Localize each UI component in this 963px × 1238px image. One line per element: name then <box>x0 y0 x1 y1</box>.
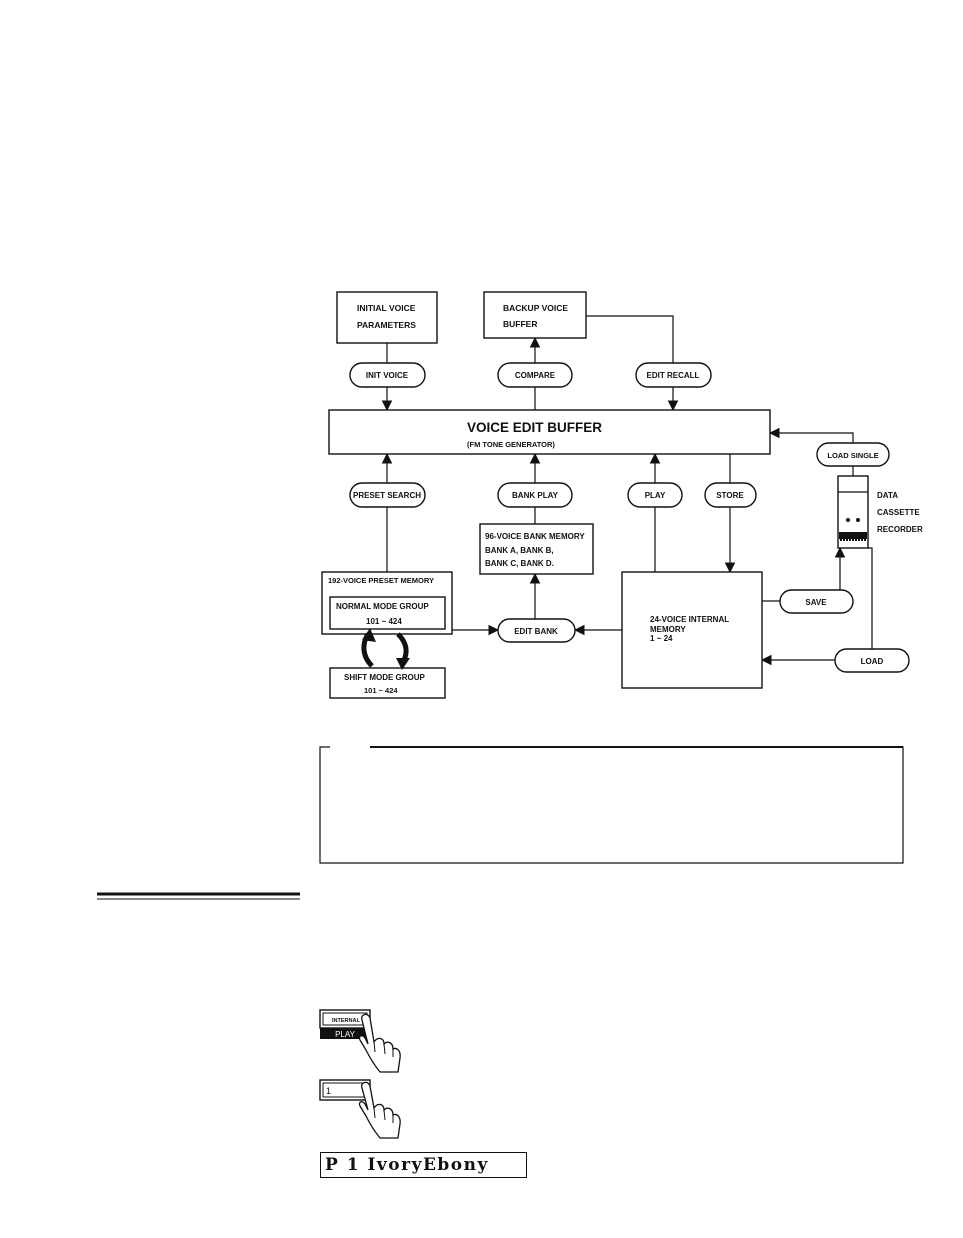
svg-text:INITIAL VOICE: INITIAL VOICE <box>357 303 416 313</box>
bank-memory-box: 96-VOICE BANK MEMORY BANK A, BANK B, BAN… <box>479 523 594 575</box>
internal-memory-box: 24-VOICE INTERNAL MEMORY 1 ~ 24 <box>621 571 763 689</box>
compare-pill: COMPARE <box>497 362 573 388</box>
cassette-recorder: DATA CASSETTE RECORDER <box>837 475 923 549</box>
svg-text:PRESET SEARCH: PRESET SEARCH <box>353 491 421 500</box>
save-pill: SAVE <box>779 589 854 614</box>
section-divider <box>97 892 300 900</box>
pressing-hand-icon <box>358 1013 401 1073</box>
store-pill: STORE <box>704 482 757 508</box>
svg-text:SHIFT MODE GROUP: SHIFT MODE GROUP <box>344 673 426 682</box>
init-voice-pill: INIT VOICE <box>349 362 426 388</box>
load-pill: LOAD <box>834 648 910 673</box>
svg-text:EDIT RECALL: EDIT RECALL <box>647 371 700 380</box>
svg-text:24-VOICE INTERNAL: 24-VOICE INTERNAL <box>650 615 729 624</box>
edit-bank-pill: EDIT BANK <box>497 618 576 643</box>
svg-text:SAVE: SAVE <box>805 598 827 607</box>
edit-recall-pill: EDIT RECALL <box>635 362 712 388</box>
svg-text:CASSETTE: CASSETTE <box>877 508 920 517</box>
svg-text:NORMAL MODE GROUP: NORMAL MODE GROUP <box>336 602 429 611</box>
svg-text:192-VOICE PRESET MEMORY: 192-VOICE PRESET MEMORY <box>328 576 434 585</box>
note-frame <box>319 746 904 864</box>
backup-voice-buffer-box: BACKUP VOICE BUFFER <box>483 291 587 339</box>
internal-play-button[interactable]: INTERNAL PLAY <box>319 1009 371 1039</box>
svg-text:BUFFER: BUFFER <box>503 319 537 329</box>
svg-text:PARAMETERS: PARAMETERS <box>357 320 416 330</box>
svg-text:PLAY: PLAY <box>645 491 666 500</box>
svg-text:DATA: DATA <box>877 491 898 500</box>
svg-text:INIT VOICE: INIT VOICE <box>366 371 409 380</box>
svg-text:MEMORY: MEMORY <box>650 625 686 634</box>
play-pill: PLAY <box>627 482 683 508</box>
svg-text:BACKUP VOICE: BACKUP VOICE <box>503 303 568 313</box>
svg-text:BANK PLAY: BANK PLAY <box>512 491 559 500</box>
svg-text:101 ~ 424: 101 ~ 424 <box>366 617 402 626</box>
svg-text:101 ~ 424: 101 ~ 424 <box>364 686 398 695</box>
svg-text:1 ~ 24: 1 ~ 24 <box>650 634 673 643</box>
pressing-hand-icon-2 <box>358 1081 401 1139</box>
voice-edit-buffer-box: VOICE EDIT BUFFER (FM TONE GENERATOR) <box>328 409 771 455</box>
load-single-pill: LOAD SINGLE <box>816 442 890 467</box>
svg-text:RECORDER: RECORDER <box>877 525 923 534</box>
shift-mode-group-box: SHIFT MODE GROUP 101 ~ 424 <box>329 667 446 699</box>
svg-text:VOICE EDIT BUFFER: VOICE EDIT BUFFER <box>467 420 602 435</box>
svg-text:(FM TONE GENERATOR): (FM TONE GENERATOR) <box>467 440 555 449</box>
svg-text:PLAY: PLAY <box>335 1030 356 1039</box>
svg-text:LOAD SINGLE: LOAD SINGLE <box>827 451 878 460</box>
svg-text:1: 1 <box>326 1086 331 1096</box>
preset-search-pill: PRESET SEARCH <box>349 482 426 508</box>
mode-toggle-arrows <box>361 628 410 670</box>
initial-voice-parameters-box: INITIAL VOICE PARAMETERS <box>336 291 438 344</box>
svg-text:LOAD: LOAD <box>861 657 884 666</box>
preset-memory-box: 192-VOICE PRESET MEMORY NORMAL MODE GROU… <box>321 571 453 635</box>
svg-text:STORE: STORE <box>716 491 744 500</box>
svg-text:COMPARE: COMPARE <box>515 371 556 380</box>
svg-text:BANK C, BANK D.: BANK C, BANK D. <box>485 559 554 568</box>
svg-text:INTERNAL: INTERNAL <box>332 1018 360 1024</box>
lcd-display: P 1 IvoryEbony <box>320 1152 527 1178</box>
svg-text:BANK A, BANK B,: BANK A, BANK B, <box>485 546 554 555</box>
bank-play-pill: BANK PLAY <box>497 482 573 508</box>
svg-text:EDIT BANK: EDIT BANK <box>514 627 558 636</box>
svg-text:96-VOICE BANK MEMORY: 96-VOICE BANK MEMORY <box>485 532 585 541</box>
